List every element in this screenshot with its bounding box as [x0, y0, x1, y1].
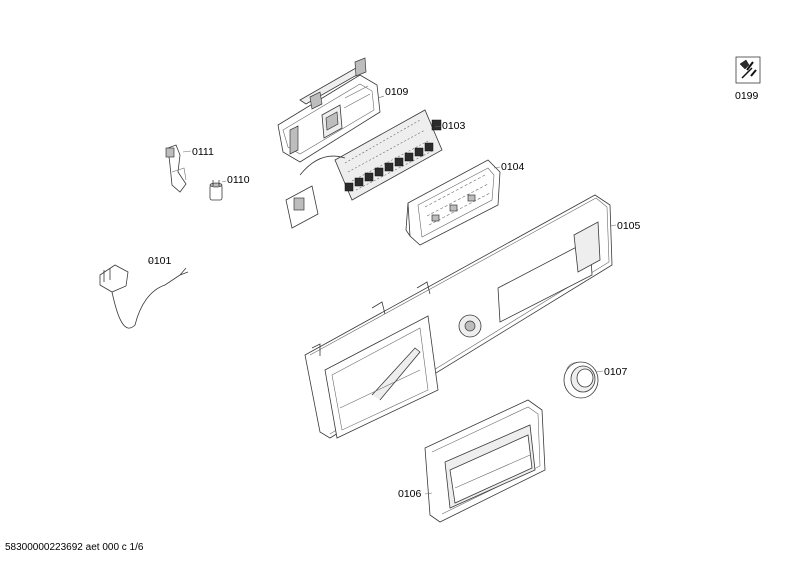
- part-label-0106: 0106: [398, 488, 422, 500]
- board-knobs: [344, 119, 442, 192]
- part-0105-control-panel[interactable]: [304, 194, 613, 439]
- part-label-0110: 0110: [227, 174, 250, 186]
- part-label-0107: 0107: [604, 366, 628, 378]
- part-label-0103: 0103: [442, 120, 466, 132]
- part-label-0104: 0104: [501, 161, 525, 173]
- part-0109-frame[interactable]: [277, 57, 381, 163]
- part-0107-selector-knob[interactable]: [563, 361, 599, 399]
- part-0104-display-module[interactable]: [405, 159, 501, 246]
- part-label-0199: 0199: [735, 90, 759, 102]
- part-label-0105: 0105: [617, 220, 641, 232]
- part-0101-power-cable[interactable]: [99, 264, 189, 329]
- drawing-reference-footer: 58300000223692 aet 000 c 1/6: [5, 542, 144, 553]
- part-0103-control-board[interactable]: [285, 109, 443, 229]
- part-label-0101: 0101: [148, 255, 172, 267]
- part-0199-manual-icon[interactable]: [735, 56, 761, 84]
- part-label-0111: 0111: [192, 146, 214, 158]
- part-0106-drawer-handle[interactable]: [424, 399, 546, 523]
- part-label-0109: 0109: [385, 86, 409, 98]
- part-0110-capacitor[interactable]: [209, 180, 223, 201]
- part-0111-latch[interactable]: [165, 144, 187, 193]
